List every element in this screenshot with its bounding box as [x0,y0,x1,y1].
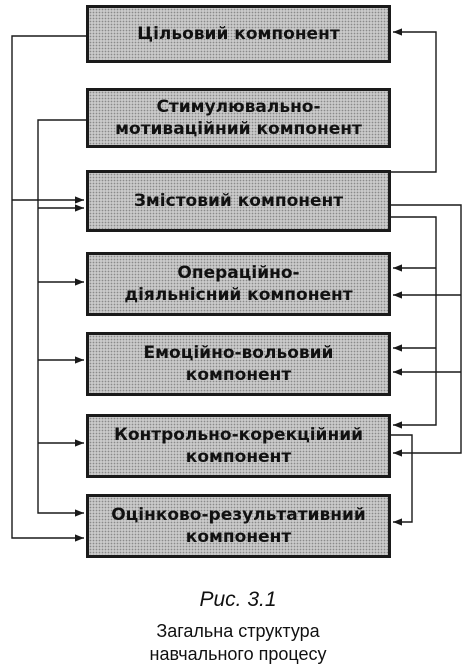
box-operatsiino-line1: Операційно- [177,263,300,283]
box-zmistovyi-line1: Змістовий компонент [133,191,344,211]
box-emotsiino-volovyi-komponent: Емоційно-вольовий компонент [86,332,391,396]
box-emotsiino-line1: Емоційно-вольовий [143,343,334,363]
connector-right-inner [391,216,437,429]
box-otsinkovo-rezultatyvnyi-komponent: Оцінково-результативний компонент [86,494,391,558]
connector-right-to-tsilovyi [391,28,437,173]
connector-right-from-zmistovyi [391,204,462,457]
connector-right-to-otsinkovo [391,434,413,526]
box-zmistovyi-komponent: Змістовий компонент [86,170,391,232]
box-emotsiino-line2: компонент [185,365,292,385]
box-kontrolno-line2: компонент [185,447,292,467]
box-stymuliuvalno-line2: мотиваційний компонент [115,119,362,139]
box-tsilovyi-komponent: Цільовий компонент [86,5,391,63]
box-stymuliuvalno-line1: Стимулювально- [156,97,321,117]
figure-title-line2: навчального процесу [149,644,327,664]
box-operatsiino-diialnisnyi-komponent: Операційно- діяльнісний компонент [86,252,391,316]
figure-label: Рис. 3.1 [199,588,277,611]
box-stymuliuvalno-motyvatsiinyi-komponent: Стимулювально- мотиваційний компонент [86,88,391,148]
box-operatsiino-line2: діяльнісний компонент [124,285,353,305]
box-kontrolno-korektsiinyi-komponent: Контрольно-корекційний компонент [86,414,391,478]
box-tsilovyi-line1: Цільовий компонент [137,24,340,44]
box-otsinkovo-line1: Оцінково-результативний [111,505,366,525]
box-otsinkovo-line2: компонент [185,527,292,547]
box-kontrolno-line1: Контрольно-корекційний [113,425,364,445]
figure-title-line1: Загальна структура [156,621,320,641]
connector-left-outer [11,35,86,542]
connector-left-inner [37,119,86,517]
